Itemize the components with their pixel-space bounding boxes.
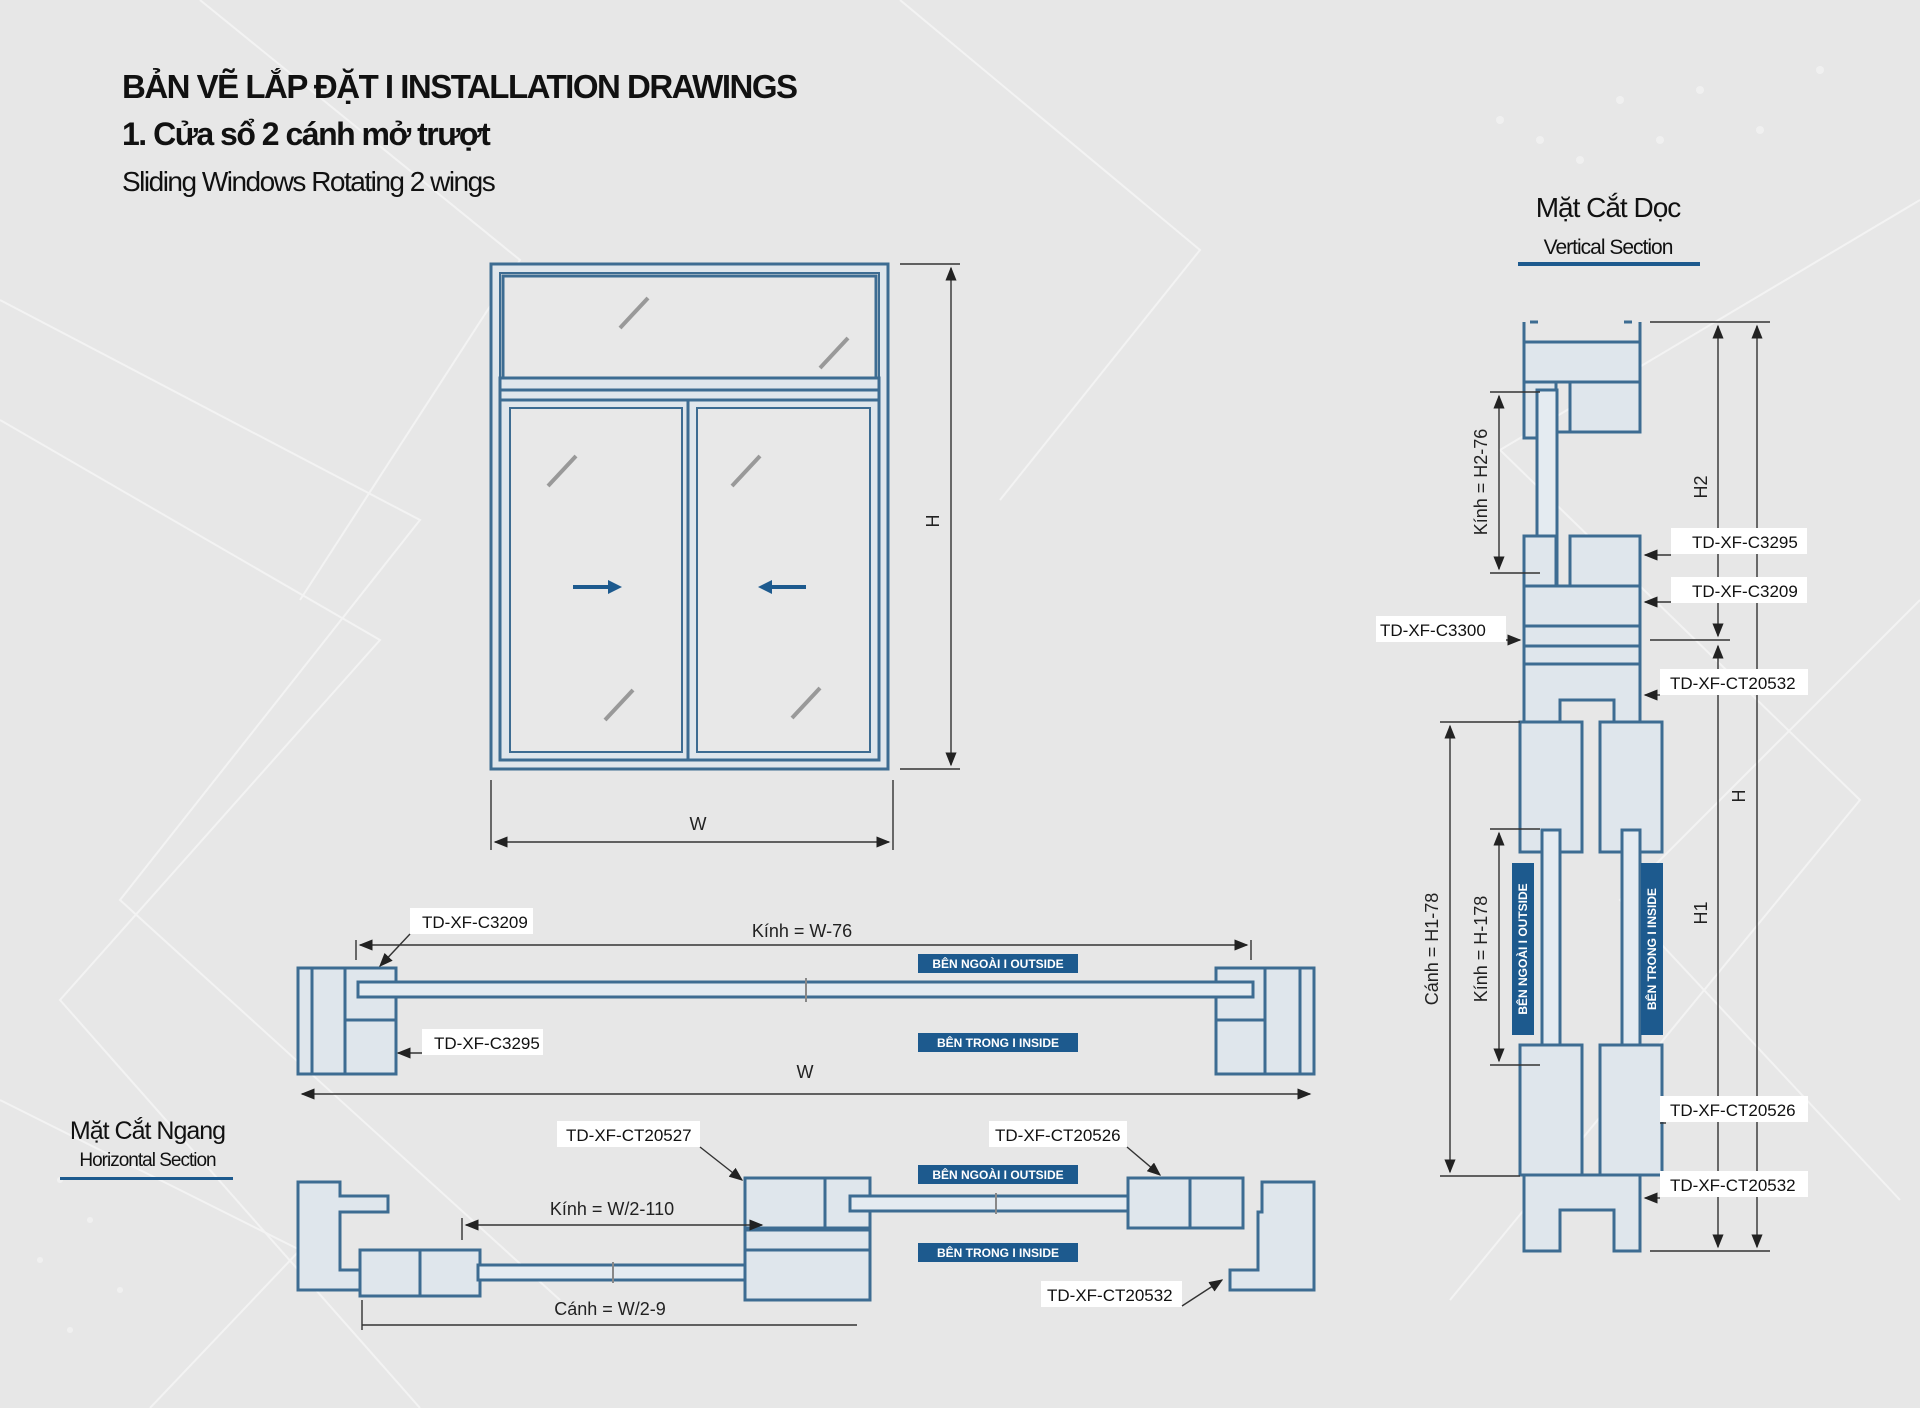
- svg-text:TD-XF-C3209: TD-XF-C3209: [1692, 582, 1798, 601]
- width-dim-label: W: [690, 814, 707, 834]
- slide-left-arrow-icon: [758, 580, 806, 594]
- part-label: TD-XF-C3209: [1643, 577, 1807, 608]
- part-label: TD-XF-CT20532: [1643, 669, 1808, 701]
- svg-text:TD-XF-C3295: TD-XF-C3295: [1692, 533, 1798, 552]
- part-label: TD-XF-C3295: [396, 1029, 543, 1059]
- svg-text:TD-XF-C3295: TD-XF-C3295: [434, 1034, 540, 1053]
- part-label: TD-XF-CT20526: [1660, 1096, 1808, 1124]
- part-label: TD-XF-CT20532: [1041, 1279, 1224, 1307]
- inside-badge: BÊN TRONG I INSIDE: [1644, 888, 1659, 1010]
- horizontal-section-title-en: Horizontal Section: [79, 1150, 216, 1171]
- svg-text:TD-XF-CT20527: TD-XF-CT20527: [566, 1126, 692, 1145]
- h2-dim-label: H2: [1691, 475, 1711, 498]
- part-label: TD-XF-CT20527: [557, 1121, 744, 1181]
- h-dim-label: H: [1729, 790, 1749, 803]
- part-label: TD-XF-CT20526: [989, 1121, 1162, 1176]
- glass-reflection-icon: [546, 296, 850, 722]
- svg-text:TD-XF-CT20532: TD-XF-CT20532: [1047, 1286, 1173, 1305]
- w-dim-label: W: [797, 1062, 814, 1082]
- vertical-section-title-en: Vertical Section: [1543, 236, 1674, 259]
- page-subtitle-vi: 1. Cửa sổ 2 cánh mở trượt: [122, 116, 491, 152]
- vertical-section-drawing: H2 H H1 Kính = H2-76 Cánh = H1-78 Kính =…: [1376, 320, 1808, 1253]
- h1-dim-label: H1: [1691, 901, 1711, 924]
- page-subtitle-en: Sliding Windows Rotating 2 wings: [122, 166, 496, 197]
- horizontal-section-fixed: Kính = W-76 W BÊN NGOÀI I OUTSIDE BÊN TR…: [296, 908, 1316, 1100]
- inside-badge: BÊN TRONG I INSIDE: [937, 1245, 1059, 1260]
- window-elevation: H W: [489, 262, 960, 850]
- kinh-h-dim-label: Kính = H-178: [1471, 896, 1491, 1003]
- canh-h1-dim-label: Cánh = H1-78: [1422, 893, 1442, 1006]
- svg-text:TD-XF-CT20532: TD-XF-CT20532: [1670, 674, 1796, 693]
- outside-badge: BÊN NGOÀI I OUTSIDE: [932, 1167, 1063, 1182]
- outside-badge: BÊN NGOÀI I OUTSIDE: [1515, 883, 1530, 1014]
- horizontal-section-underline: [60, 1177, 233, 1180]
- kinh-w-dim-label: Kính = W-76: [752, 921, 852, 941]
- canh-w2-dim-label: Cánh = W/2-9: [554, 1299, 666, 1319]
- part-label: TD-XF-C3300: [1376, 616, 1522, 646]
- svg-text:TD-XF-C3300: TD-XF-C3300: [1380, 621, 1486, 640]
- kinh-h2-dim-label: Kính = H2-76: [1471, 429, 1491, 536]
- vertical-section-title-vi: Mặt Cắt Dọc: [1535, 192, 1682, 223]
- part-label: TD-XF-C3295: [1643, 528, 1807, 561]
- svg-text:TD-XF-CT20532: TD-XF-CT20532: [1670, 1176, 1796, 1195]
- height-dim-label: H: [923, 515, 943, 528]
- part-label: TD-XF-C3209: [379, 908, 533, 968]
- svg-text:TD-XF-CT20526: TD-XF-CT20526: [1670, 1101, 1796, 1120]
- slide-right-arrow-icon: [573, 580, 622, 594]
- inside-badge: BÊN TRONG I INSIDE: [937, 1035, 1059, 1050]
- part-label: TD-XF-CT20532: [1643, 1171, 1808, 1204]
- vertical-section-underline: [1518, 262, 1700, 266]
- svg-text:TD-XF-CT20526: TD-XF-CT20526: [995, 1126, 1121, 1145]
- horizontal-section-title-vi: Mặt Cắt Ngang: [69, 1117, 226, 1145]
- outside-badge: BÊN NGOÀI I OUTSIDE: [932, 956, 1063, 971]
- horizontal-section-sliding: Kính = W/2-110 Cánh = W/2-9 BÊN NGOÀI I …: [296, 1121, 1316, 1330]
- kinh-w2-dim-label: Kính = W/2-110: [550, 1199, 674, 1219]
- svg-text:TD-XF-C3209: TD-XF-C3209: [422, 913, 528, 932]
- page-title: BẢN VẼ LẮP ĐẶT I INSTALLATION DRAWINGS: [122, 68, 798, 105]
